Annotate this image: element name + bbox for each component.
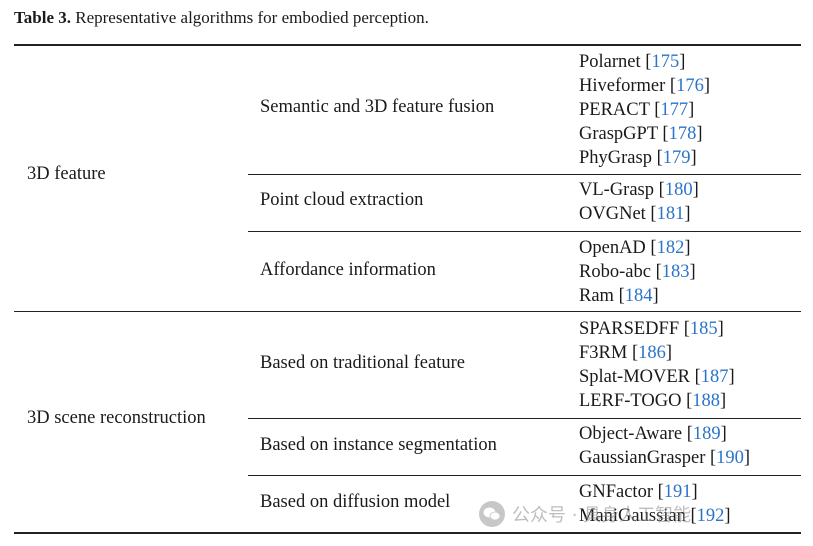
table-caption-text: Representative algorithms for embodied p… [75, 8, 429, 27]
category-cell: 3D feature [27, 164, 106, 184]
algorithm-entry: Polarnet [175] [579, 52, 686, 72]
citation-link[interactable]: 180 [664, 180, 693, 200]
algorithm-entry: GraspGPT [178] [579, 124, 703, 144]
algorithm-entry: Hiveformer [176] [579, 76, 711, 96]
citation-link[interactable]: 184 [624, 286, 653, 306]
algorithm-list: SPARSEDFF [185] F3RM [186] Splat-MOVER [… [579, 317, 735, 413]
citation-link[interactable]: 185 [689, 319, 718, 339]
citation-link[interactable]: 177 [660, 100, 689, 120]
citation-link[interactable]: 175 [651, 52, 680, 72]
table-caption-label: Table 3. [14, 8, 72, 27]
citation-link[interactable]: 190 [716, 448, 744, 468]
watermark-text: 公众号 · 具身人工智能 [512, 505, 692, 526]
watermark: 公众号 · 具身人工智能 [478, 500, 691, 528]
subcategory-cell: Based on diffusion model [260, 492, 451, 512]
citation-link[interactable]: 178 [668, 124, 697, 144]
category-cell: 3D scene reconstruction [27, 408, 206, 428]
algorithm-list: Polarnet [175] Hiveformer [176] PERACT [… [579, 50, 710, 170]
citation-link[interactable]: 182 [656, 238, 685, 258]
algorithm-entry: ManiGaussian [192] [579, 506, 731, 526]
group-divider [14, 311, 801, 312]
algorithm-list: Object-Aware [189] GaussianGrasper [190] [579, 422, 750, 470]
row-divider [248, 475, 801, 476]
algorithm-entry: GNFactor [191] [579, 482, 698, 502]
table-caption: Table 3. Representative algorithms for e… [14, 8, 429, 28]
algorithm-entry: OpenAD [182] [579, 238, 691, 258]
algorithm-entry: Robo-abc [183] [579, 262, 696, 282]
algorithm-list: OpenAD [182] Robo-abc [183] Ram [184] [579, 236, 696, 308]
subcategory-cell: Point cloud extraction [260, 190, 424, 210]
row-divider [248, 418, 801, 419]
citation-link[interactable]: 189 [692, 424, 721, 444]
row-divider [248, 174, 801, 175]
table-top-rule [14, 44, 801, 46]
citation-link[interactable]: 186 [638, 343, 666, 363]
algorithm-entry: Object-Aware [189] [579, 424, 727, 444]
citation-link[interactable]: 188 [692, 391, 720, 411]
algorithm-entry: VL-Grasp [180] [579, 180, 699, 200]
algorithm-entry: SPARSEDFF [185] [579, 319, 724, 339]
row-divider [248, 231, 801, 232]
algorithm-entry: Ram [184] [579, 286, 659, 306]
citation-link[interactable]: 176 [676, 76, 704, 96]
algorithm-entry: Splat-MOVER [187] [579, 367, 735, 387]
citation-link[interactable]: 183 [661, 262, 690, 282]
citation-link[interactable]: 191 [663, 482, 692, 502]
table-bottom-rule [14, 532, 801, 534]
algorithm-entry: GaussianGrasper [190] [579, 448, 751, 468]
subcategory-cell: Based on traditional feature [260, 353, 465, 373]
algorithm-entry: F3RM [186] [579, 343, 673, 363]
subcategory-cell: Based on instance segmentation [260, 435, 497, 455]
wechat-logo-icon [479, 501, 505, 527]
algorithm-list: VL-Grasp [180] OVGNet [181] [579, 178, 699, 226]
citation-link[interactable]: 179 [662, 148, 691, 168]
citation-link[interactable]: 181 [656, 204, 685, 224]
algorithm-entry: OVGNet [181] [579, 204, 691, 224]
citation-link[interactable]: 187 [700, 367, 729, 387]
algorithm-entry: LERF-TOGO [188] [579, 391, 727, 411]
algorithm-entry: PhyGrasp [179] [579, 148, 697, 168]
algorithm-entry: PERACT [177] [579, 100, 695, 120]
algorithm-list: GNFactor [191] ManiGaussian [192] [579, 480, 731, 528]
subcategory-cell: Semantic and 3D feature fusion [260, 97, 495, 117]
subcategory-cell: Affordance information [260, 260, 436, 280]
citation-link[interactable]: 192 [696, 506, 725, 526]
